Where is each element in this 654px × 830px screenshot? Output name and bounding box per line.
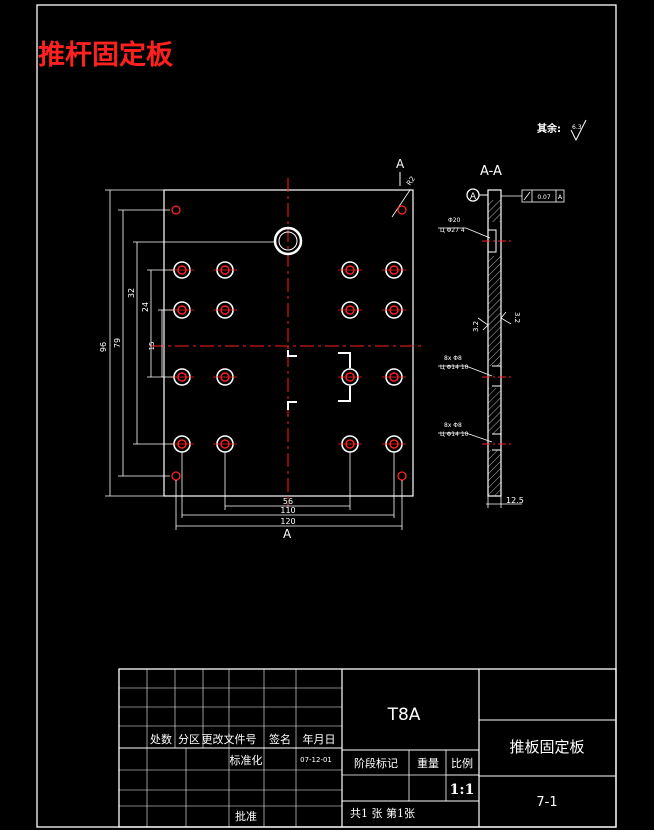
dim-96: 96 bbox=[99, 342, 108, 352]
hole-note-2-top: 8x Φ8 bbox=[444, 355, 462, 362]
stage-mark-label: 阶段标记 bbox=[354, 756, 398, 770]
radius-leader bbox=[391, 189, 411, 218]
tolerance-frame bbox=[501, 189, 565, 203]
front-view: A A R2 bbox=[99, 157, 425, 541]
rough-left-icon bbox=[477, 317, 489, 331]
dim-thickness: 12.5 bbox=[506, 496, 524, 505]
center-bore-inner bbox=[278, 231, 298, 251]
drawing-number-text: 7-1 bbox=[536, 795, 557, 810]
title-block bbox=[118, 668, 617, 828]
drawing-frame bbox=[36, 4, 617, 828]
dim-24: 24 bbox=[141, 302, 150, 312]
dim-110: 110 bbox=[280, 506, 295, 515]
dim-56: 56 bbox=[283, 497, 293, 506]
standardization-label: 标准化 bbox=[230, 753, 263, 767]
datum-a-letter: A bbox=[470, 192, 477, 202]
weight-label: 重量 bbox=[417, 756, 439, 770]
rough-right-icon bbox=[500, 311, 512, 325]
hole-note-2-bottom: Ц Φ14 10 bbox=[440, 364, 469, 371]
part-name-text: 推板固定板 bbox=[509, 738, 584, 756]
dim-120: 120 bbox=[280, 517, 295, 526]
corner-hole-tr bbox=[397, 205, 407, 215]
corner-hole-bl bbox=[171, 471, 181, 481]
scale-label: 比例 bbox=[451, 756, 473, 770]
hole-note-1-bottom: Ц Φ27 4 bbox=[440, 227, 465, 234]
tolerance-value: 0.07 bbox=[537, 194, 551, 201]
approve-label: 批准 bbox=[235, 809, 257, 823]
roughness-note-value: 6.3 bbox=[572, 124, 582, 131]
hole-note-3-bottom: Ц Φ14 10 bbox=[440, 431, 469, 438]
corner-hole-br bbox=[397, 471, 407, 481]
header-date: 年月日 bbox=[303, 732, 336, 746]
section-view-title: A-A bbox=[480, 164, 502, 179]
section-label-bottom: A bbox=[283, 527, 292, 541]
left-dimensions bbox=[105, 189, 276, 497]
cut-markers bbox=[287, 350, 351, 410]
header-mark: 处数 bbox=[150, 733, 172, 746]
hole-note-leaders bbox=[438, 227, 493, 443]
section-holes bbox=[488, 229, 502, 451]
dim-15: 15 bbox=[148, 342, 156, 351]
hole-note-1-top: Φ20 bbox=[448, 217, 461, 224]
roughness-note-label: 其余: bbox=[537, 122, 561, 135]
roughness-symbol-icon bbox=[570, 119, 587, 142]
corner-hole-tl bbox=[171, 205, 181, 215]
ejector-holes bbox=[170, 261, 406, 453]
tolerance-datum: A bbox=[558, 194, 563, 201]
section-hatch-4 bbox=[488, 450, 501, 496]
scale-value-text: 1:1 bbox=[450, 782, 475, 798]
bottom-dimensions bbox=[175, 452, 403, 530]
section-label-top: A bbox=[396, 157, 405, 171]
standard-date: 07-12-01 bbox=[300, 756, 332, 764]
radius-label: R2 bbox=[405, 175, 417, 187]
title-block-text: T8A 推板固定板 7-1 1:1 处数 分区 更改文件号 签名 年月日 标准化… bbox=[150, 705, 585, 823]
header-zone: 分区 bbox=[178, 733, 200, 746]
section-centerlines bbox=[482, 240, 512, 445]
section-hatch-1 bbox=[488, 200, 501, 222]
rough-left: 3.2 bbox=[472, 321, 480, 332]
dim-32: 32 bbox=[127, 288, 136, 298]
section-view: A-A A 0.07 A bbox=[438, 164, 565, 508]
header-signature: 签名 bbox=[269, 732, 291, 746]
center-bore bbox=[273, 226, 303, 256]
header-change-doc: 更改文件号 bbox=[202, 732, 257, 746]
thickness-dim bbox=[486, 496, 522, 508]
section-hatch-2 bbox=[488, 256, 501, 366]
sheet-info: 共1 张 第1张 bbox=[350, 806, 415, 820]
dim-79: 79 bbox=[113, 338, 122, 348]
roughness-note: 其余: 6.3 bbox=[537, 119, 587, 142]
rough-right: 3.2 bbox=[513, 312, 521, 323]
hole-note-3-top: 8x Φ8 bbox=[444, 422, 462, 429]
section-hatch-3 bbox=[488, 388, 501, 434]
drawing-title: 推杆固定板 bbox=[38, 39, 173, 71]
material-text: T8A bbox=[387, 705, 421, 725]
